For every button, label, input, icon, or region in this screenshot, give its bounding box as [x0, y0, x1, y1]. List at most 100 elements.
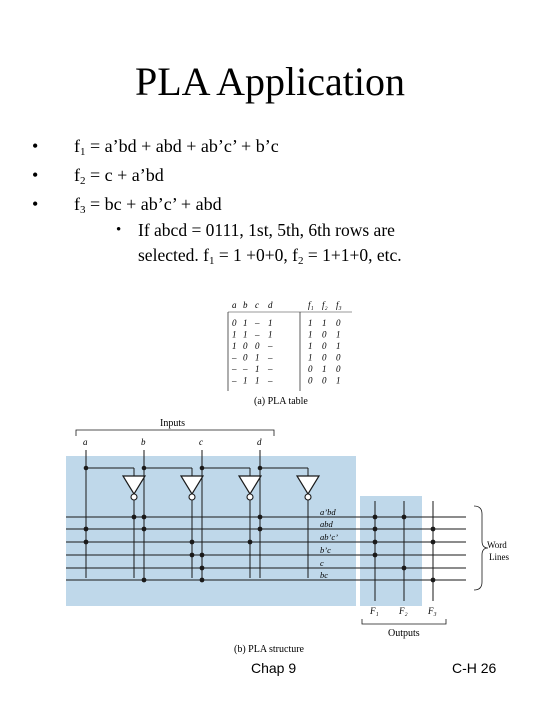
and-crosspoint-dot	[247, 539, 253, 545]
term-label: c	[320, 558, 324, 568]
pla-structure-caption: (b) PLA structure	[234, 644, 305, 655]
branch-dot	[141, 465, 147, 471]
equation-list: • f1 = a’bd + abd + ab’c’ + b’c • f2 = c…	[28, 132, 528, 219]
table-header: f₃	[336, 300, 342, 310]
or-crosspoint-dot	[401, 565, 407, 571]
branch-dot	[199, 465, 205, 471]
and-crosspoint-dot	[141, 526, 147, 532]
and-crosspoint-dot	[199, 552, 205, 558]
and-crosspoint-dot	[131, 514, 137, 520]
bullet-icon: •	[32, 136, 39, 156]
table-cell: 0	[322, 376, 327, 386]
table-cell: 1	[322, 364, 327, 374]
table-cell: 1	[336, 341, 341, 351]
table-cell: 1	[232, 330, 237, 340]
table-cell: –	[254, 318, 260, 328]
table-cell: 0	[336, 364, 341, 374]
equation-f1: • f1 = a’bd + abd + ab’c’ + b’c	[28, 132, 528, 161]
bullet-icon: •	[32, 165, 39, 185]
table-cell: 1	[308, 318, 313, 328]
table-cell: 1	[243, 330, 248, 340]
table-header: a	[232, 300, 237, 310]
branch-dot	[83, 465, 89, 471]
or-crosspoint-dot	[372, 539, 378, 545]
input-name: d	[257, 437, 262, 447]
term-label: abd	[320, 519, 334, 529]
inverter-bubble	[246, 493, 254, 501]
or-crosspoint-dot	[430, 577, 436, 583]
and-crosspoint-dot	[199, 565, 205, 571]
table-cell: –	[267, 353, 273, 363]
table-cell: –	[231, 364, 237, 374]
term-label: b’c	[320, 545, 331, 555]
output-name: F₁	[369, 606, 379, 616]
table-cell: –	[254, 330, 260, 340]
and-crosspoint-dot	[189, 539, 195, 545]
word-lines-label-1: Word	[487, 540, 507, 550]
footer-page-number: C-H 26	[452, 660, 497, 676]
inverter-bubble	[304, 493, 312, 501]
table-cell: –	[242, 364, 248, 374]
and-crosspoint-dot	[257, 514, 263, 520]
or-plane-panel	[360, 496, 422, 606]
output-name: F₃	[427, 606, 437, 616]
table-cell: 1	[232, 341, 237, 351]
inputs-bracket	[75, 429, 275, 436]
table-cell: 0	[322, 353, 327, 363]
and-crosspoint-dot	[141, 577, 147, 583]
and-crosspoint-dot	[83, 539, 89, 545]
or-crosspoint-dot	[372, 552, 378, 558]
equation-f2: • f2 = c + a’bd	[28, 161, 528, 190]
table-cell: 0	[243, 353, 248, 363]
table-cell: 1	[268, 318, 273, 328]
table-header: f₁	[308, 300, 314, 310]
or-crosspoint-dot	[430, 526, 436, 532]
inverter-bubble	[188, 493, 196, 501]
table-cell: 1	[255, 364, 260, 374]
crosspoint-dots	[83, 465, 436, 583]
fn-name: f	[74, 136, 80, 156]
table-cell: 1	[255, 353, 260, 363]
table-cell: 1	[268, 330, 273, 340]
fn-index: 1	[80, 146, 86, 158]
fn-expr: = a’bd + abd + ab’c’ + b’c	[85, 136, 279, 156]
or-crosspoint-dot	[372, 526, 378, 532]
and-crosspoint-dot	[189, 552, 195, 558]
and-crosspoint-dot	[257, 526, 263, 532]
table-cell: –	[267, 376, 273, 386]
table-cell: 0	[308, 364, 313, 374]
term-label: bc	[320, 570, 328, 580]
table-cell: 1	[336, 376, 341, 386]
fn-name: f	[74, 194, 80, 214]
fn-expr: = c + a’bd	[85, 165, 164, 185]
inverter-bubble	[130, 493, 138, 501]
example-line-1: If abcd = 0111, 1st, 5th, 6th rows are	[138, 220, 395, 240]
table-header: b	[243, 300, 248, 310]
table-cell: 0	[336, 353, 341, 363]
table-cell: 1	[336, 330, 341, 340]
table-cell: 1	[308, 341, 313, 351]
or-crosspoint-dot	[401, 514, 407, 520]
and-crosspoint-dot	[199, 577, 205, 583]
and-crosspoint-dot	[83, 526, 89, 532]
term-label: ab’c’	[320, 532, 338, 542]
input-name: a	[83, 437, 88, 447]
table-cell: –	[231, 376, 237, 386]
example-line-2: selected. f1 = 1 +0+0, f2 = 1+1+0, etc.	[138, 245, 402, 267]
word-lines-label-2: Lines	[489, 552, 509, 562]
table-cell: 0	[336, 318, 341, 328]
table-cell: 1	[322, 318, 327, 328]
table-cell: 1	[308, 330, 313, 340]
fn-name: f	[74, 165, 80, 185]
table-cell: –	[267, 364, 273, 374]
outputs-bracket	[361, 619, 447, 625]
input-name: c	[199, 437, 203, 447]
table-cell: 0	[255, 341, 260, 351]
or-crosspoint-dot	[430, 539, 436, 545]
table-header: c	[255, 300, 259, 310]
pla-table-caption: (a) PLA table	[254, 396, 308, 407]
